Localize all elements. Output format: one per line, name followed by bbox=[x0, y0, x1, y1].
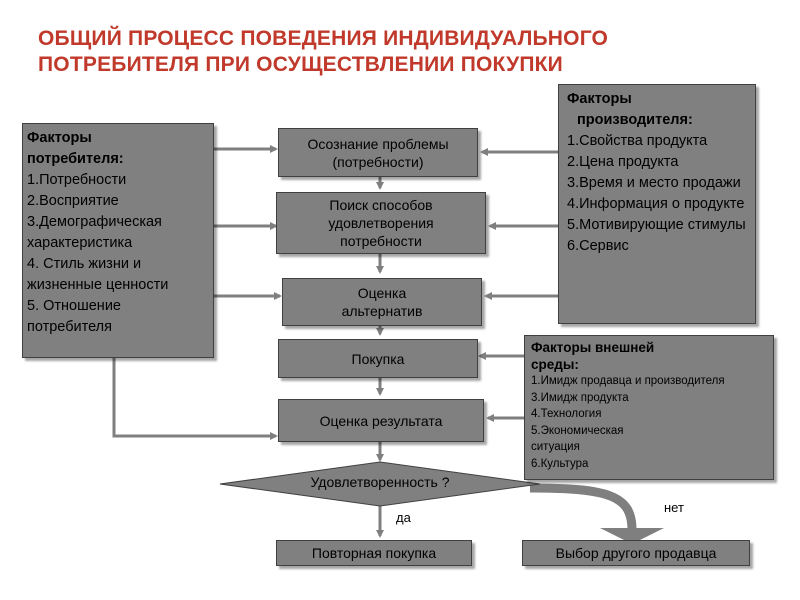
yes-label: да bbox=[396, 510, 411, 525]
producer-factor-item: 6.Сервис bbox=[567, 238, 629, 254]
outcome-other-label: Выбор другого продавца bbox=[555, 545, 717, 561]
arrow-no-curve bbox=[529, 483, 637, 531]
step-result: Оценка результата bbox=[278, 399, 484, 442]
consumer-factors-header-1: Факторы bbox=[27, 130, 92, 146]
step-awareness-line-1: Осознание проблемы bbox=[307, 135, 449, 152]
consumer-factors-box: Факторы потребителя: 1.Потребности 2.Вос… bbox=[22, 123, 214, 358]
step-purchase-label: Покупка bbox=[351, 350, 405, 367]
decision-label: Удовлетворенность ? bbox=[310, 474, 450, 490]
arrow-consumer-result bbox=[112, 358, 278, 440]
step-search: Поиск способов удовлетворения потребност… bbox=[276, 192, 486, 254]
external-factor-item: 6.Культура bbox=[531, 457, 589, 470]
external-factor-item: 5.Экономическая ситуация bbox=[531, 424, 624, 454]
consumer-factor-item: 4. Стиль жизни и жизненные ценности bbox=[27, 256, 169, 293]
producer-factor-item: 4.Информация о продукте bbox=[567, 196, 745, 212]
step-evaluation-label: Оценка альтернатив bbox=[341, 285, 423, 319]
producer-factors-header-2: производителя: bbox=[577, 112, 693, 128]
step-purchase: Покупка bbox=[278, 339, 478, 378]
external-factor-item: 4.Технология bbox=[531, 408, 602, 420]
consumer-factor-item: 2.Восприятие bbox=[27, 193, 119, 209]
external-factors-header-1: Факторы внешней bbox=[531, 340, 655, 355]
outcome-other-seller: Выбор другого продавца bbox=[522, 540, 750, 566]
title-line-1: ОБЩИЙ ПРОЦЕСС ПОВЕДЕНИЯ ИНДИВИДУАЛЬНОГО bbox=[38, 27, 609, 50]
consumer-factor-item: 1.Потребности bbox=[27, 172, 127, 188]
consumer-factor-item: 5. Отношение потребителя bbox=[27, 298, 121, 335]
external-factors-box: Факторы внешней среды: 1.Имидж продавца … bbox=[524, 335, 774, 480]
step-awareness-line-2: (потребности) bbox=[332, 153, 424, 170]
step-search-label: Поиск способов удовлетворения потребност… bbox=[328, 197, 434, 249]
external-factor-item: 1.Имидж продавца и производителя bbox=[531, 375, 725, 387]
producer-factor-item: 1.Свойства продукта bbox=[567, 133, 708, 149]
producer-factor-item: 3.Время и место продажи bbox=[567, 175, 741, 191]
producer-factors-header-1: Факторы bbox=[567, 91, 632, 107]
decision-diamond bbox=[219, 461, 541, 507]
arrow-no-head bbox=[600, 528, 664, 544]
consumer-factor-item: 3.Демографическая характеристика bbox=[27, 214, 162, 251]
no-label: нет bbox=[664, 500, 684, 515]
producer-factor-item: 2.Цена продукта bbox=[567, 154, 679, 170]
producer-factor-item: 5.Мотивирующие стимулы bbox=[567, 217, 746, 233]
external-factor-item: 3.Имидж продукта bbox=[531, 391, 629, 404]
title-line-2: ПОТРЕБИТЕЛЯ ПРИ ОСУЩЕСТВЛЕНИИ ПОКУПКИ bbox=[38, 53, 563, 76]
consumer-factors-header-2: потребителя: bbox=[27, 151, 124, 167]
outcome-repeat-purchase: Повторная покупка bbox=[276, 540, 472, 566]
external-factors-header-2: среды: bbox=[531, 357, 579, 372]
producer-factors-box: Факторы производителя: 1.Свойства продук… bbox=[558, 84, 756, 324]
step-result-label: Оценка результата bbox=[319, 412, 443, 429]
outcome-repeat-label: Повторная покупка bbox=[311, 545, 437, 561]
step-awareness: Осознание проблемы (потребности) bbox=[278, 128, 478, 177]
step-evaluation: Оценка альтернатив bbox=[282, 278, 482, 326]
page-title: ОБЩИЙ ПРОЦЕСС ПОВЕДЕНИЯ ИНДИВИДУАЛЬНОГО … bbox=[38, 26, 758, 78]
